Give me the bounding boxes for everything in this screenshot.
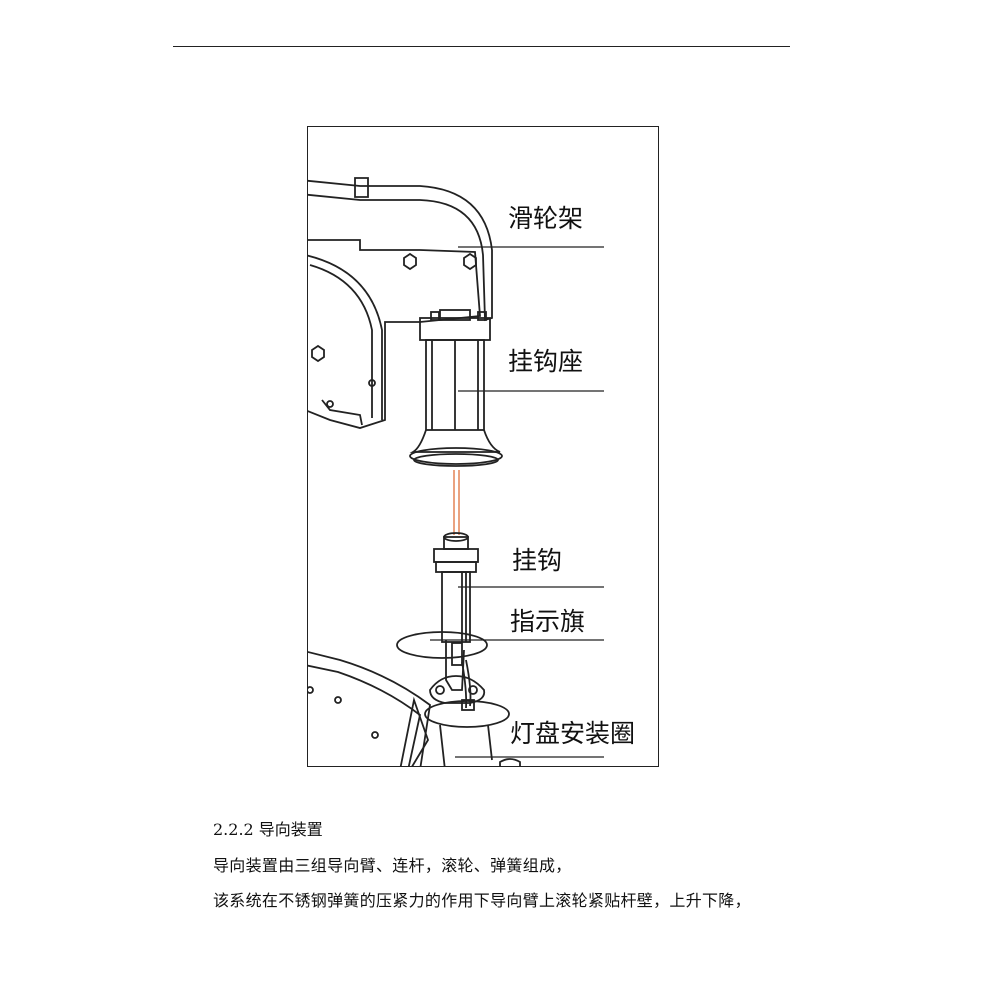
lamp-ring-part [308,651,521,766]
leader-lines [430,246,604,758]
indicator-flag-part [396,631,488,711]
label-indicator-flag: 指示旗 [510,607,586,636]
section-heading: 2.2.2 导向装置 [213,820,323,839]
hook-seat-part [409,309,503,467]
hook-part [433,470,479,643]
page-header-rule [173,46,790,47]
paragraph-line-2: 该系统在不锈钢弹簧的压紧力的作用下导向臂上滚轮紧贴杆壁，上升下降， [213,891,751,910]
label-lamp-ring: 灯盘安装圈 [510,719,636,748]
label-pulley-frame: 滑轮架 [508,204,584,233]
label-hook-seat: 挂钩座 [508,347,584,376]
figure-frame [307,126,659,767]
paragraph-line-1: 导向装置由三组导向臂、连杆，滚轮、弹簧组成， [213,856,572,875]
label-hook: 挂钩 [512,546,563,575]
